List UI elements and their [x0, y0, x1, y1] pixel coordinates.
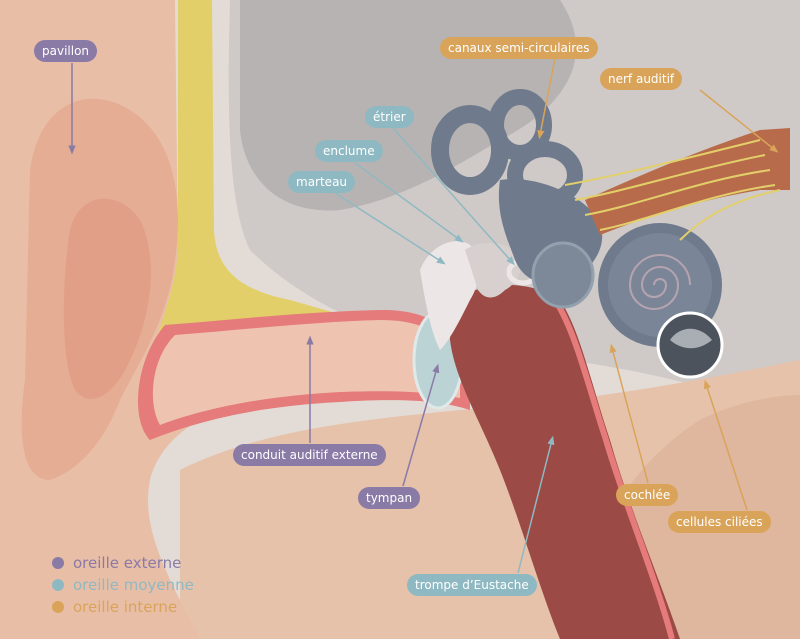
label-conduit-auditif-externe: conduit auditif externe — [233, 444, 386, 466]
arrow-tympan — [402, 363, 440, 487]
label-pavillon: pavillon — [34, 40, 98, 62]
legend-item-externe: oreille externe — [52, 552, 194, 574]
arrow-cochlee — [609, 343, 649, 484]
eustachian-tube-wall — [552, 298, 675, 639]
legend-dot-moyenne — [52, 579, 64, 591]
legend-label-moyenne: oreille moyenne — [73, 576, 194, 594]
legend-item-interne: oreille interne — [52, 596, 194, 618]
label-canaux-semi-circulaires: canaux semi-circulaires — [440, 37, 598, 59]
eustachian-tube — [450, 285, 680, 639]
auditory-nerve — [585, 128, 790, 235]
leader-lines — [68, 57, 779, 574]
legend-dot-interne — [52, 601, 64, 613]
arrow-marteau — [334, 192, 446, 265]
label-marteau: marteau — [288, 171, 356, 193]
label-etrier: étrier — [365, 106, 414, 128]
arrow-enclume — [354, 162, 464, 243]
arrow-canaux — [537, 57, 556, 140]
legend-item-moyenne: oreille moyenne — [52, 574, 194, 596]
label-enclume: enclume — [315, 140, 383, 162]
ear-canal-inner — [152, 320, 461, 425]
cartilage — [150, 0, 360, 407]
arrow-etrier — [392, 127, 515, 266]
legend: oreille externe oreille moyenne oreille … — [52, 552, 194, 618]
label-trompe-d-eustache: trompe d’Eustache — [407, 574, 537, 596]
label-cellules-ciliees: cellules ciliées — [668, 511, 771, 533]
label-nerf-auditif: nerf auditif — [600, 68, 683, 90]
pinna-inner — [63, 198, 151, 399]
legend-label-interne: oreille interne — [73, 598, 178, 616]
malleus-shape — [420, 241, 480, 350]
label-tympan: tympan — [358, 487, 421, 509]
legend-label-externe: oreille externe — [73, 554, 182, 572]
label-cochlee: cochlée — [616, 484, 679, 506]
nerve-fibers — [564, 139, 781, 241]
legend-dot-externe — [52, 557, 64, 569]
arrow-cellules — [703, 379, 748, 511]
arrow-trompe — [517, 435, 555, 574]
arrow-nerf — [699, 89, 779, 153]
inner-ear — [431, 89, 724, 379]
